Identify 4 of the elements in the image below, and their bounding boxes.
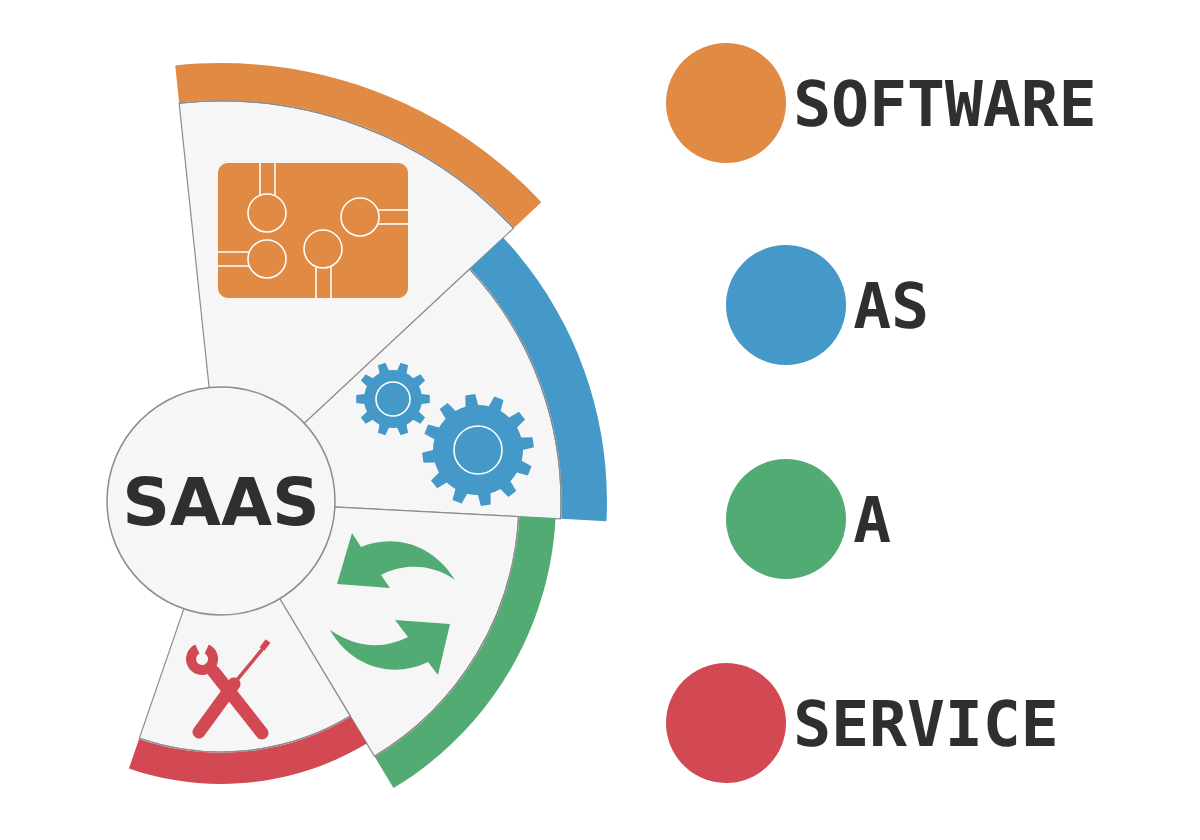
legend-label: AS [854,281,926,329]
legend-label: SERVICE [797,699,1055,747]
legend-label: SOFTWARE [797,79,1093,127]
legend-label: A [854,496,891,542]
